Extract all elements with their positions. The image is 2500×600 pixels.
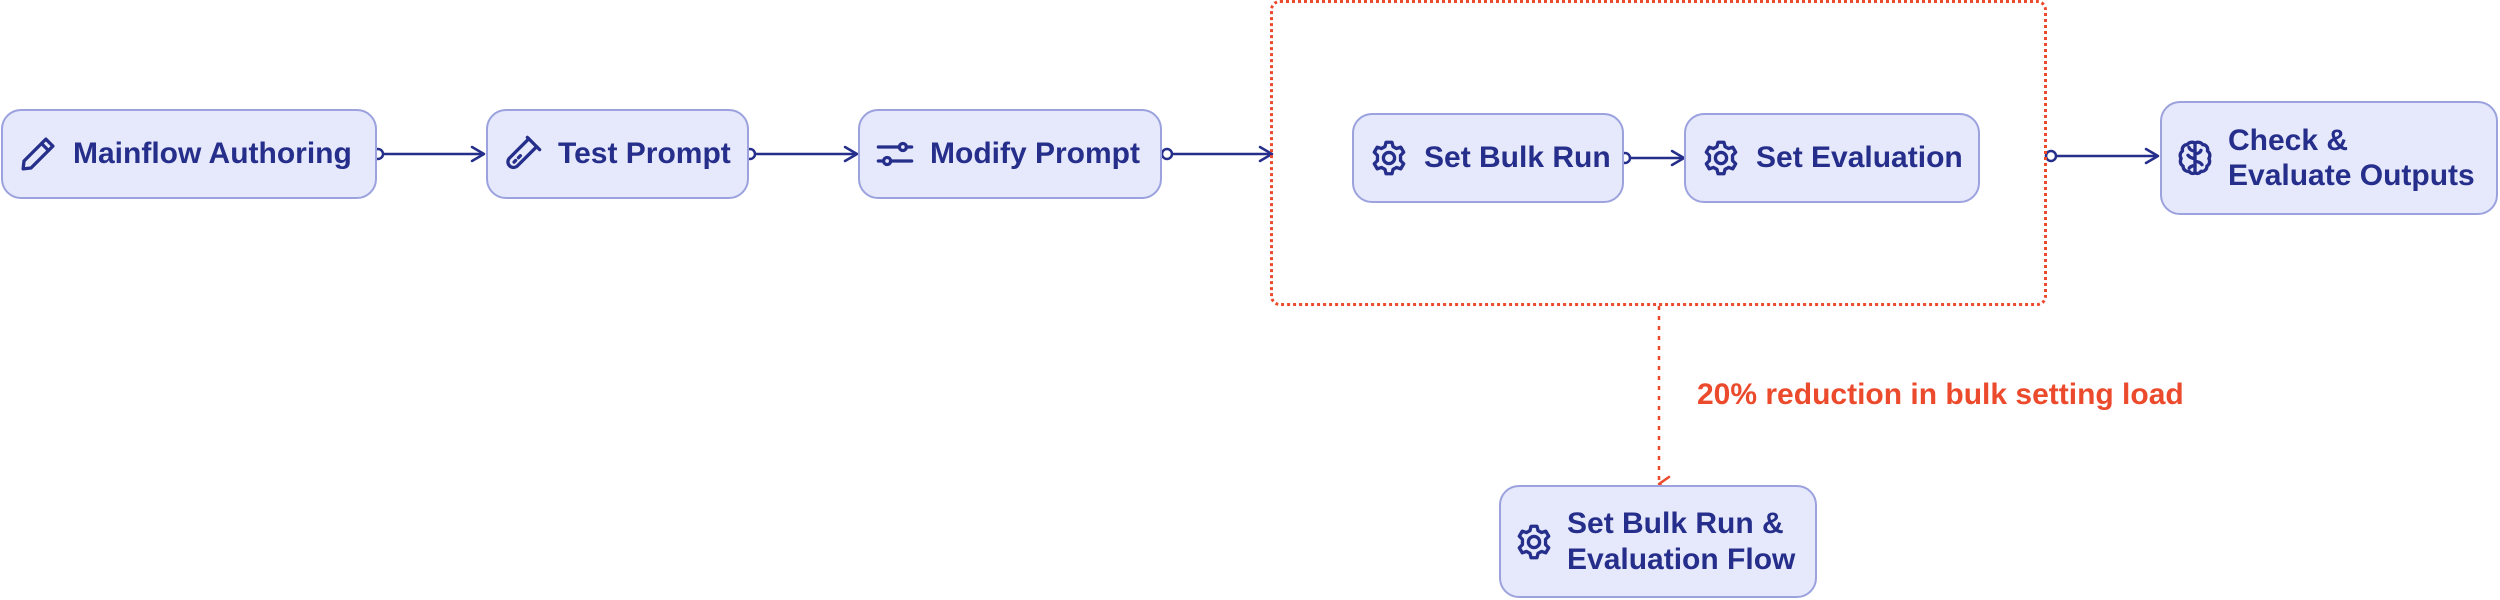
gear-icon (1513, 521, 1555, 563)
arrow-group-to-check (2044, 147, 2160, 165)
node-set-evaluation[interactable]: Set Evaluation (1684, 113, 1980, 203)
arrow-test-to-modify (743, 145, 859, 163)
node-mainflow-authoring[interactable]: Mainflow Authoring (1, 109, 377, 199)
sliders-icon (874, 133, 916, 175)
pencil-icon (17, 133, 59, 175)
node-label-line-1: Set Bulk Run & (1567, 507, 1784, 541)
node-label: Set Evaluation (1756, 141, 1963, 175)
node-label-line-1: Check & (2228, 123, 2349, 157)
brain-icon (2174, 137, 2216, 179)
node-label-line-2: Evaluation Flow (1567, 542, 1796, 576)
arrow-mainflow-to-test (371, 145, 486, 163)
node-test-prompt[interactable]: Test Prompt (486, 109, 749, 199)
node-label: Check & Evaluate Outputs (2228, 123, 2475, 194)
node-check-evaluate-outputs[interactable]: Check & Evaluate Outputs (2160, 101, 2498, 215)
gear-icon (1368, 137, 1410, 179)
node-label: Test Prompt (558, 137, 731, 171)
node-combined-bulk-evaluation-flow[interactable]: Set Bulk Run & Evaluation Flow (1499, 485, 1817, 598)
node-label: Set Bulk Run (1424, 141, 1611, 175)
test-tube-icon (502, 133, 544, 175)
reduction-annotation: 20% reduction in bulk setting load (1697, 378, 2184, 411)
node-label: Mainflow Authoring (73, 137, 352, 171)
gear-icon (1700, 137, 1742, 179)
arrow-modify-to-group (1160, 145, 1274, 163)
node-modify-prompt[interactable]: Modify Prompt (858, 109, 1162, 199)
node-label: Modify Prompt (930, 137, 1140, 171)
node-label-line-2: Evaluate Outputs (2228, 159, 2475, 192)
node-set-bulk-run[interactable]: Set Bulk Run (1352, 113, 1624, 203)
bulk-evaluation-group (1270, 0, 2047, 306)
node-label: Set Bulk Run & Evaluation Flow (1567, 506, 1795, 577)
